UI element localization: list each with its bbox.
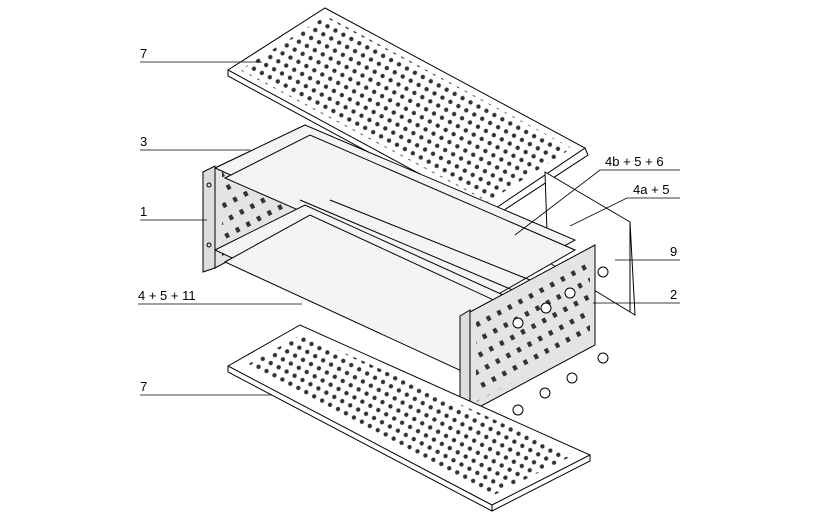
- right-side-panel: [459, 244, 596, 417]
- leader-lines: [138, 61, 680, 396]
- callout-rear-panel: 9: [670, 244, 678, 259]
- callout-rail-rear-top: 4b + 5 + 6: [605, 154, 664, 169]
- callout-side-panel-left: 3: [140, 134, 148, 149]
- callout-front-flange: 1: [140, 204, 148, 219]
- front-flange: [202, 165, 216, 273]
- screws: [512, 266, 609, 416]
- callout-rail-rear: 4a + 5: [633, 182, 670, 197]
- callout-side-panel-right: 2: [670, 287, 678, 302]
- top-cover-panel: [227, 7, 589, 219]
- bottom-cover-panel: [226, 324, 592, 512]
- callout-bottom-cover: 7: [140, 379, 148, 394]
- callout-rail-front: 4 + 5 + 11: [138, 288, 196, 303]
- callout-top-cover: 7: [140, 46, 148, 61]
